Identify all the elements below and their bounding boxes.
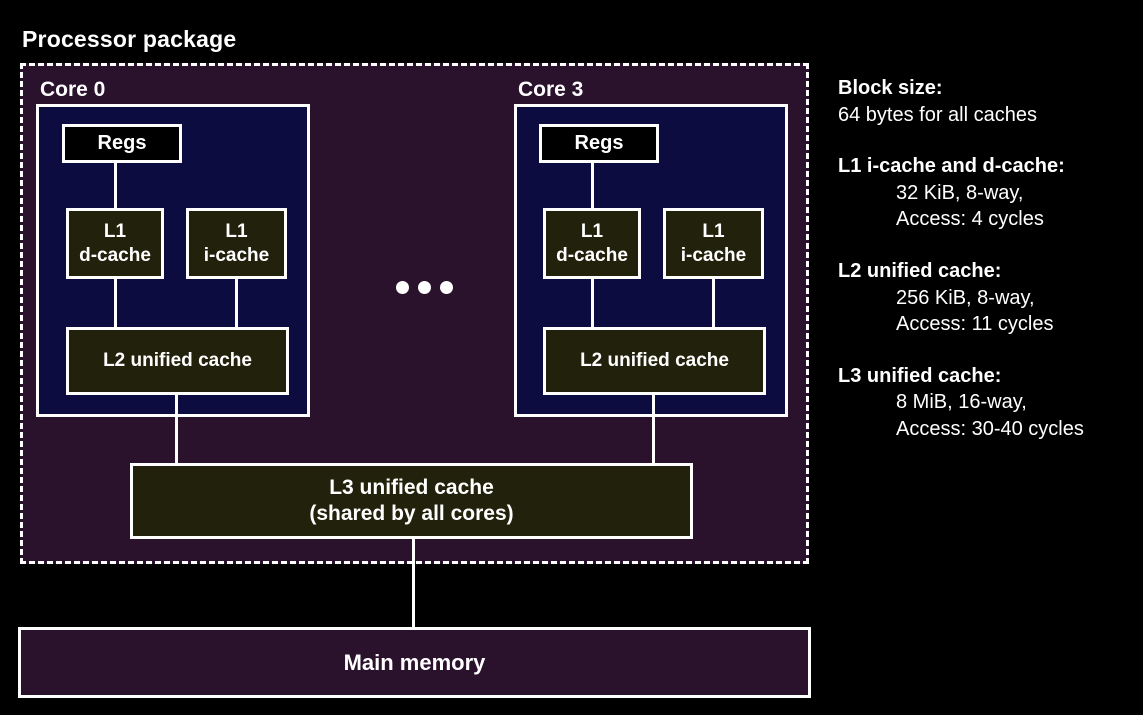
core-3-l1-icache-box: L1 i-cache [663,208,764,279]
legend-line-block-size-1: 64 bytes for all caches [838,103,1037,126]
core-3-l1i-to-l2-connector [712,279,715,327]
core-0-regs-box: Regs [62,124,182,163]
cache-spec-legend: Block size: 64 bytes for all caches L1 i… [838,75,1143,468]
legend-line-l3-1: 8 MiB, 16-way, [896,391,1027,414]
core-3-l1-dcache-line2: d-cache [556,244,628,266]
legend-line-l1-1: 32 KiB, 8-way, [896,181,1024,204]
core-0-l1d-to-l2-connector [114,279,117,327]
legend-line-l1-2: Access: 4 cycles [896,208,1044,231]
core-0-l1-dcache-line2: d-cache [79,244,151,266]
core-0-l2-label: L2 unified cache [103,350,252,372]
core-0-l1-dcache-line1: L1 [103,221,127,243]
core-3-l2-to-l3-connector [652,395,655,463]
l3-to-main-memory-connector [412,539,415,628]
cores-ellipsis [396,281,453,294]
l3-label-line1: L3 unified cache [329,476,494,500]
core-0-l2-box: L2 unified cache [66,327,289,395]
core-3-l1-icache-line1: L1 [702,221,725,243]
legend-head-l2: L2 unified cache: [838,259,1002,282]
core-0-title: Core 0 [40,78,106,101]
legend-head-l3: L3 unified cache: [838,364,1002,387]
core-3-l1-icache-line2: i-cache [680,244,747,266]
processor-package-title: Processor package [22,26,237,52]
core-0-l1-icache-line1: L1 [225,221,248,243]
core-3-l1-dcache-line1: L1 [580,221,604,243]
legend-group-block-size: Block size: 64 bytes for all caches [838,75,1143,128]
l3-unified-cache-box: L3 unified cache (shared by all cores) [130,463,693,539]
core-0-l1i-to-l2-connector [235,279,238,327]
legend-line-l2-2: Access: 11 cycles [896,313,1054,336]
ellipsis-dot-3 [440,281,453,294]
core-0-l1-icache-line2: i-cache [203,244,270,266]
core-0-l1-dcache-box: L1 d-cache [66,208,164,279]
legend-group-l3: L3 unified cache: 8 MiB, 16-way, Access:… [838,363,1143,443]
core-3-title: Core 3 [518,78,584,101]
core-0-regs-to-l1d-connector [114,163,117,208]
core-3-l2-label: L2 unified cache [580,350,729,372]
main-memory-label: Main memory [343,649,486,675]
core-3-l1d-to-l2-connector [591,279,594,327]
core-3-regs-to-l1d-connector [591,163,594,208]
legend-head-block-size: Block size: [838,77,943,99]
core-3-l1-dcache-box: L1 d-cache [543,208,641,279]
core-0-l1-icache-box: L1 i-cache [186,208,287,279]
legend-head-l1: L1 i-cache and d-cache: [838,155,1065,178]
legend-group-l2: L2 unified cache: 256 KiB, 8-way, Access… [838,258,1143,338]
l3-label-line2: (shared by all cores) [309,502,514,525]
legend-line-l2-1: 256 KiB, 8-way, [896,286,1035,309]
main-memory-box: Main memory [18,627,811,698]
core-3-regs-box: Regs [539,124,659,163]
core-0-l2-to-l3-connector [175,395,178,463]
legend-line-l3-2: Access: 30-40 cycles [896,417,1084,440]
legend-group-l1: L1 i-cache and d-cache: 32 KiB, 8-way, A… [838,153,1143,233]
ellipsis-dot-1 [396,281,409,294]
core-3-l2-box: L2 unified cache [543,327,766,395]
ellipsis-dot-2 [418,281,431,294]
